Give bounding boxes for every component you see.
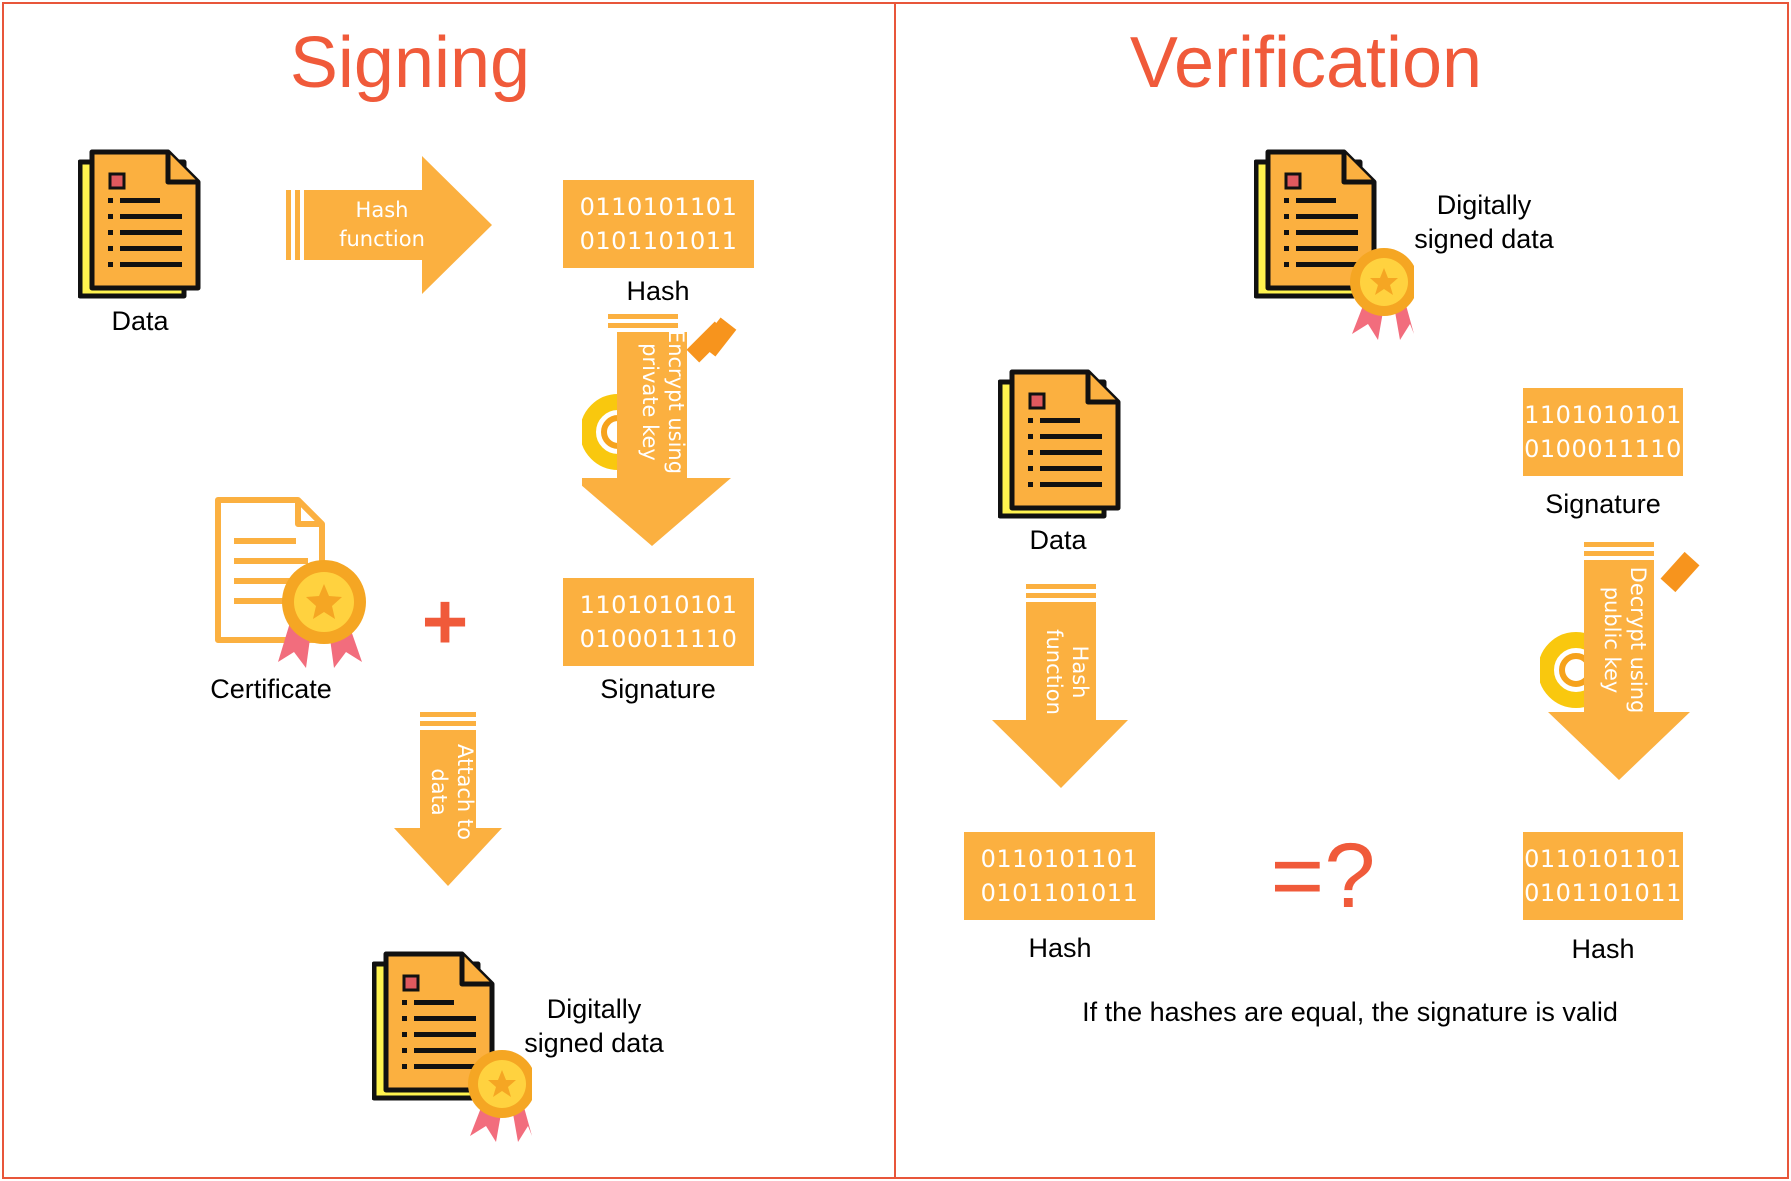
binary-line: 0101101011 xyxy=(1524,879,1682,907)
compare-operator: =? xyxy=(1270,825,1376,927)
decrypt-arrow-line1: Decrypt using xyxy=(1626,567,1650,714)
certificate-label: Certificate xyxy=(210,674,332,704)
attach-arrow: Attach to data xyxy=(394,712,502,886)
signed-document-icon xyxy=(1254,149,1414,340)
signing-signed-data-label: Digitally signed data xyxy=(514,992,674,1060)
verification-hash-label-left: Hash xyxy=(1028,933,1092,963)
binary-line: 0110101101 xyxy=(1524,845,1682,873)
hash-arrow-line1: Hash xyxy=(356,198,409,222)
signed-document-icon xyxy=(372,951,532,1142)
signing-hash-box: 0110101101 0101101011 xyxy=(563,180,754,268)
verification-signature-box: 1101010101 0100011110 xyxy=(1523,388,1683,476)
verification-hash-box-right: 0110101101 0101101011 xyxy=(1523,832,1683,920)
binary-line: 0101101011 xyxy=(579,227,738,255)
data-document-icon xyxy=(998,369,1121,519)
conclusion-text: If the hashes are equal, the signature i… xyxy=(1082,997,1618,1027)
label-line: Digitally xyxy=(1436,190,1532,220)
signing-data-label: Data xyxy=(111,306,169,336)
signing-title: Signing xyxy=(289,23,531,103)
verification-title: Verification xyxy=(1129,23,1483,103)
attach-arrow-line1: Attach to xyxy=(453,744,477,840)
label-line: signed data xyxy=(1414,224,1554,254)
verification-hash-arrow: Hash function xyxy=(992,584,1128,788)
plus-operator: + xyxy=(421,577,469,666)
certificate-icon xyxy=(215,497,366,668)
binary-line: 0100011110 xyxy=(1524,435,1682,463)
binary-line: 0101101011 xyxy=(980,879,1139,907)
hash-function-arrow: Hash function xyxy=(286,156,492,294)
verification-hash-box-left: 0110101101 0101101011 xyxy=(964,832,1155,920)
decrypt-arrow-line2: public key xyxy=(1600,587,1624,694)
binary-line: 1101010101 xyxy=(579,591,738,619)
signing-hash-label: Hash xyxy=(626,276,690,306)
decrypt-arrow: Decrypt using public key xyxy=(1540,542,1700,780)
encrypt-arrow-line2: private key xyxy=(638,343,662,461)
binary-line: 0100011110 xyxy=(579,625,738,653)
label-line: Digitally xyxy=(546,994,642,1024)
attach-arrow-line2: data xyxy=(427,768,451,815)
data-document-icon xyxy=(78,149,201,299)
verification-panel xyxy=(894,2,1789,1179)
verification-signature-label: Signature xyxy=(1545,489,1661,519)
verify-hash-arrow-line2: function xyxy=(1042,629,1066,715)
binary-line: 0110101101 xyxy=(579,193,738,221)
verify-hash-arrow-line1: Hash xyxy=(1068,646,1092,699)
signing-signature-box: 1101010101 0100011110 xyxy=(563,578,754,666)
hash-arrow-line2: function xyxy=(339,227,425,251)
encrypt-arrow: Encrypt using private key xyxy=(582,314,737,546)
binary-line: 0110101101 xyxy=(980,845,1139,873)
verification-data-label: Data xyxy=(1029,525,1087,555)
verification-signed-data-label: Digitally signed data xyxy=(1404,188,1564,256)
verification-hash-label-right: Hash xyxy=(1571,934,1635,964)
label-line: signed data xyxy=(524,1028,664,1058)
binary-line: 1101010101 xyxy=(1524,401,1682,429)
encrypt-arrow-line1: Encrypt using xyxy=(664,330,688,474)
signing-signature-label: Signature xyxy=(600,674,716,704)
